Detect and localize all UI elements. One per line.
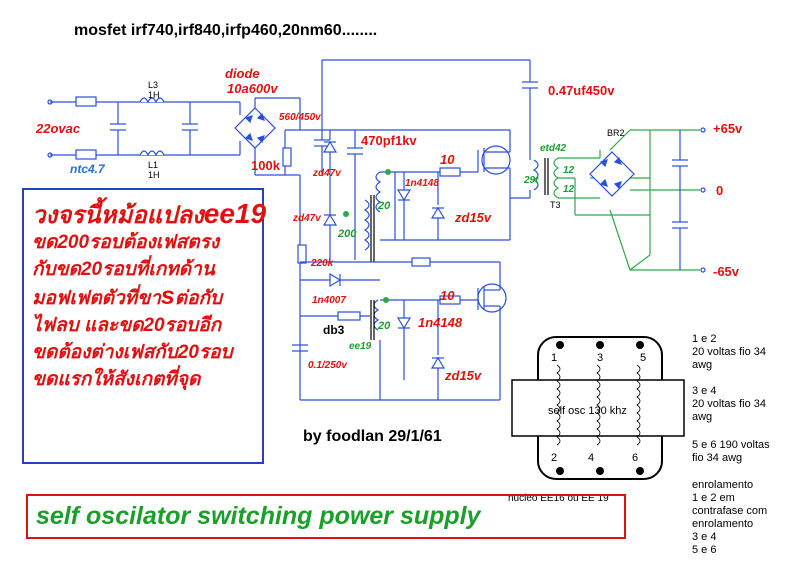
core-diagram [511, 336, 685, 480]
title-banner: self oscilator switching power supply [26, 494, 626, 539]
winding-20-bottom-label: 20 [378, 320, 391, 332]
thai-note-line-6: ขดต้องต่างเฟสกับ20รอบ [32, 342, 233, 363]
core-pin-4: 4 [588, 452, 595, 464]
etd42-label: etd42 [540, 143, 567, 154]
res-100k-label: 100k [251, 158, 280, 173]
ntc-label: ntc4.7 [70, 162, 105, 176]
thai-note-line-7: ขดแรกให้สังเกตที่จุด [32, 369, 201, 390]
thai-note-line-2: ขด200รอบต้องเฟสตรง [32, 232, 220, 253]
cap-01-label: 0.1/250v [308, 360, 347, 371]
output-zero-label: 0 [716, 183, 724, 198]
diac-db3-label: db3 [323, 323, 345, 337]
banner-text: self oscilator switching power supply [36, 502, 481, 530]
zener-15-top-label: zd15v [455, 210, 492, 225]
l1-value: 1H [148, 170, 160, 180]
winding-20-top-label: 20 [378, 200, 391, 212]
core-pin-3: 3 [597, 352, 604, 364]
cap-047-label: 0.47uf450v [548, 83, 615, 98]
zener-15-bottom-label: zd15v [445, 368, 482, 383]
thai-note-line-1: วงจรนี้หม้อแปลงee19 [32, 198, 267, 230]
l3-label: L3 [148, 80, 159, 90]
l3-value: 1H [148, 90, 160, 100]
cap-560-label: 560/450v [279, 112, 321, 123]
phase-dots [343, 169, 391, 303]
upper-mosfet [477, 130, 511, 240]
zener-47-mid-label: zd47v [293, 213, 321, 224]
lower-mosfet [477, 262, 507, 400]
diode-rating-label: 10a600v [227, 81, 278, 96]
input-bridge-rectifier [234, 97, 300, 175]
secondary-12a-label: 12 [563, 165, 575, 176]
t3-label: T3 [550, 200, 561, 210]
thai-note-line-3: กับขด20รอบที่เกทด้าน [32, 259, 215, 280]
lower-drive-section [292, 257, 500, 400]
res-220k-label: 220k [311, 258, 334, 269]
output-bridge-and-caps [589, 127, 706, 273]
diode-type-label: diode [225, 66, 260, 81]
diode-1n4007-label: 1n4007 [312, 295, 346, 306]
ee19-label: ee19 [349, 341, 372, 352]
output-positive-label: +65v [713, 121, 743, 136]
output-negative-label: -65v [713, 264, 740, 279]
core-nucleo-label: nucleo EE16 ou EE 19 [508, 493, 609, 504]
thai-note-line-4: มอฟเฟตตัวที่ขาsต่อกับ [32, 282, 223, 310]
winding-200-label: 200 [338, 228, 357, 240]
upper-gate-network [380, 167, 510, 241]
thai-note-line-5: ไฟลบ และขด20รอบอีก [32, 315, 222, 336]
hv-rails [255, 59, 510, 401]
secondary-12b-label: 12 [563, 184, 575, 195]
br2-label: BR2 [607, 128, 625, 138]
gate-res-bottom-label: 10 [440, 288, 455, 303]
author-byline: by foodlan 29/1/61 [303, 428, 442, 445]
output-transformer [510, 59, 549, 199]
schematic-title: mosfet irf740,irf840,irfp460,20nm60.....… [74, 22, 378, 39]
core-pin-5: 5 [640, 352, 647, 364]
core-pin-2: 2 [551, 452, 558, 464]
secondary-wiring [553, 129, 700, 271]
drive-transformer [363, 171, 382, 340]
diode-1n4148-top-label: 1n4148 [405, 178, 439, 189]
l1-label: L1 [148, 160, 159, 170]
core-pin-6: 6 [632, 452, 639, 464]
input-voltage-label: 22ovac [36, 121, 81, 136]
gate-res-top-label: 10 [440, 152, 455, 167]
cap-470pf-label: 470pf1kv [361, 133, 417, 148]
input-wiring [47, 96, 240, 160]
secondary-29t-label: 29t [524, 175, 539, 186]
zener-47-top-label: zd47v [313, 168, 341, 179]
thai-note-box: วงจรนี้หม้อแปลงee19 ขด200รอบต้องเฟสตรง ก… [22, 188, 267, 464]
core-pin-1: 1 [551, 352, 558, 364]
diode-1n4148-bottom-label: 1n4148 [418, 315, 463, 330]
core-label: self osc 130 khz [548, 405, 627, 417]
